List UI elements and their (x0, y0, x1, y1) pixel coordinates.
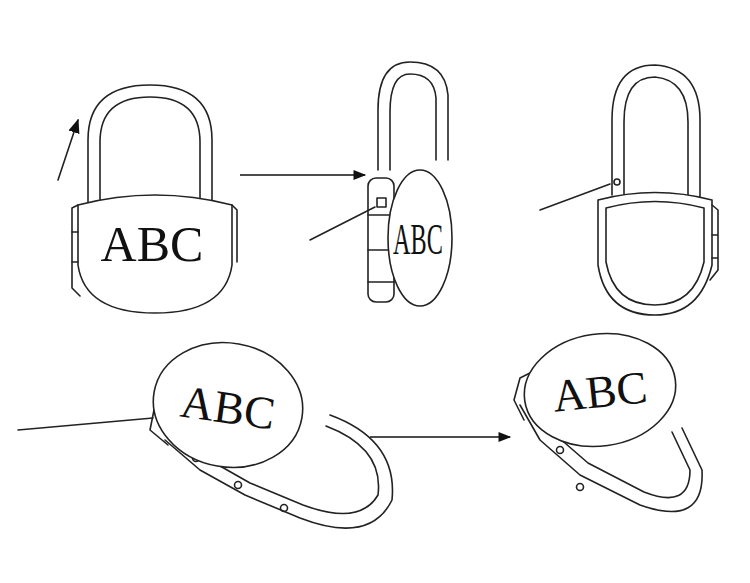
monogram-disc: ABC (510, 340, 705, 535)
hook-side-open (310, 62, 452, 306)
monogram-text: ABC (551, 364, 650, 420)
monogram-disc: ABC (145, 340, 370, 540)
hook-unfolding (18, 331, 392, 528)
monogram-text: ABC (178, 379, 278, 438)
monogram-disc: ABC (365, 60, 455, 310)
hook-back-open (540, 65, 718, 315)
monogram-text: ABC (101, 219, 204, 269)
hook-front-closed (58, 85, 237, 313)
hook-ready (514, 324, 702, 512)
monogram-disc: ABC (75, 85, 240, 315)
monogram-text: ABC (393, 218, 443, 262)
step-arrow (370, 436, 510, 438)
step-arrow (240, 174, 365, 176)
